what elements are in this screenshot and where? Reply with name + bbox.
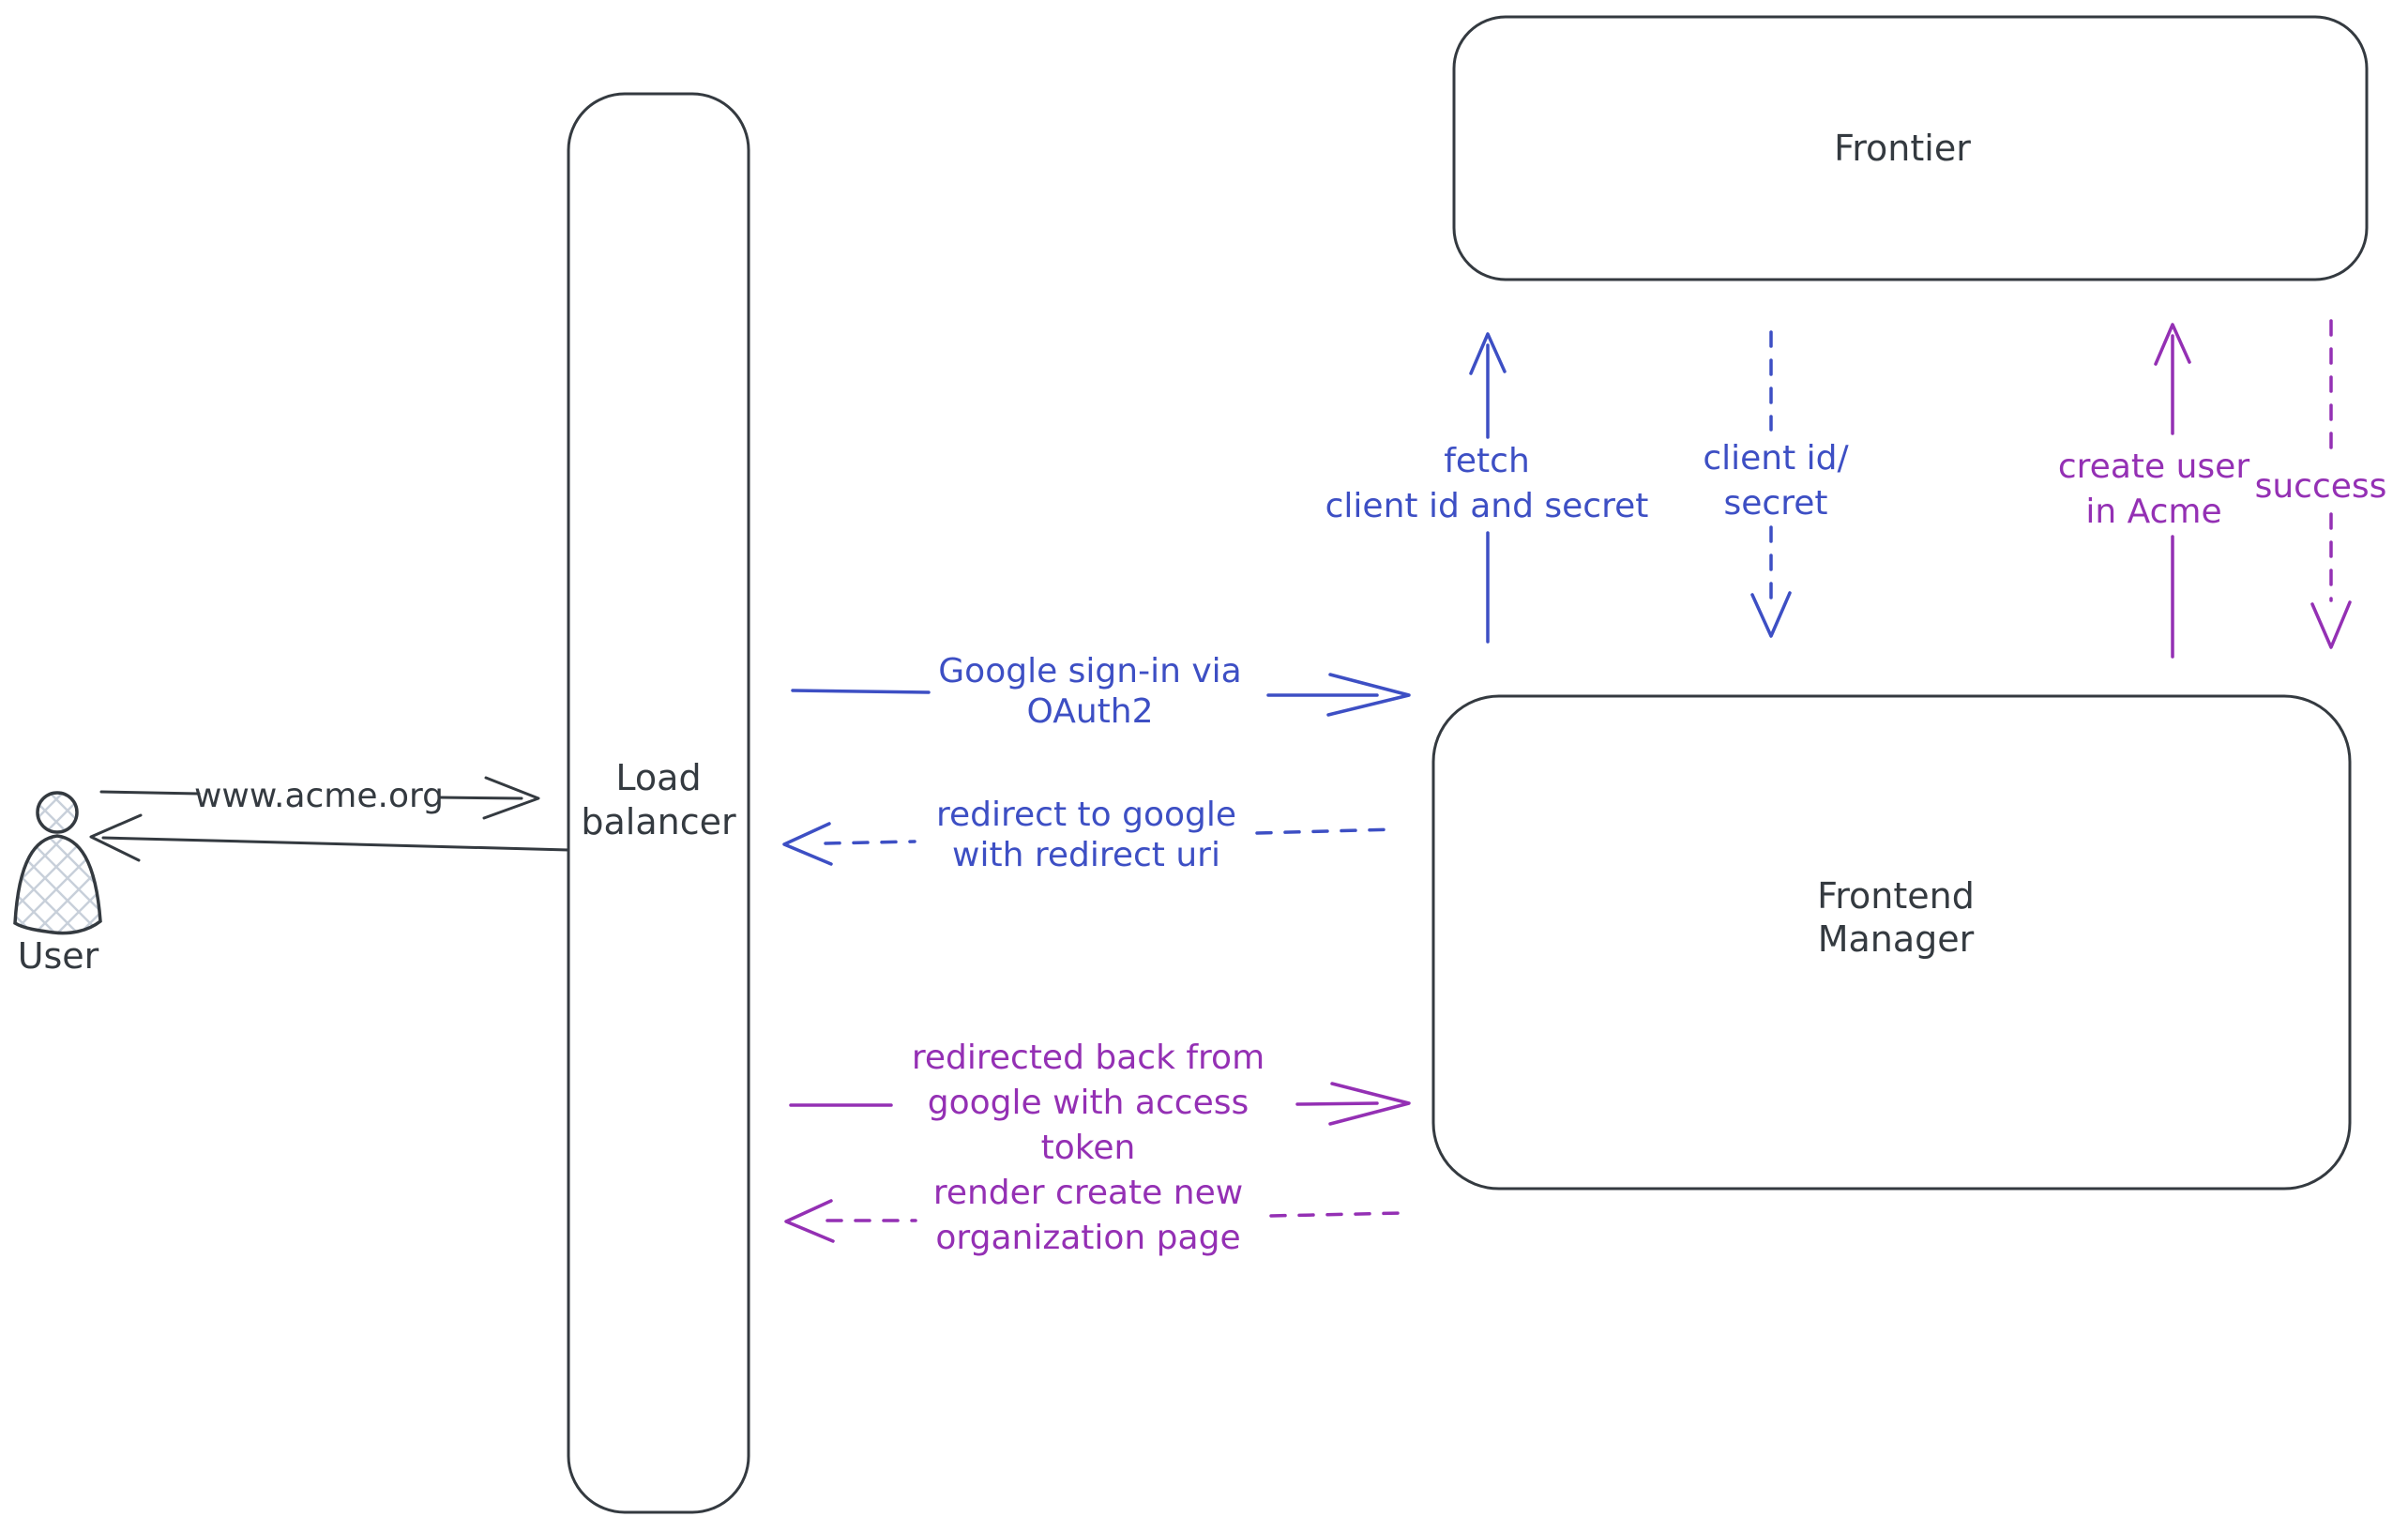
arrow-acme-url	[99, 776, 540, 820]
arrow-google-signin	[791, 673, 1411, 717]
arrow-redirect-google	[782, 822, 1397, 866]
edge-label-redirect-google: redirect to google with redirect uri	[935, 796, 1237, 874]
edge-label-create-user: create user in Acme	[2057, 447, 2250, 531]
arrow-lb-reply	[89, 813, 570, 862]
frontend-manager-box	[1431, 694, 2352, 1191]
arrow-render-org-page	[784, 1199, 1404, 1243]
person-icon	[13, 791, 102, 935]
edge-label-acme-url: www.acme.org	[193, 777, 445, 815]
frontier-box	[1452, 15, 2369, 281]
user-label: User	[17, 935, 99, 977]
edge-label-redirected-back: redirected back from google with access …	[911, 1039, 1265, 1167]
frontier-label: Frontier	[1834, 128, 1971, 169]
edge-label-success: success	[2254, 467, 2387, 506]
arrow-redirected-back	[789, 1082, 1411, 1126]
arrow-fetch-secret	[1469, 332, 1507, 644]
arrow-success	[2310, 319, 2352, 649]
frontend-manager-label: Frontend Manager	[1817, 875, 1975, 960]
edge-label-google-signin: Google sign-in via OAuth2	[938, 652, 1242, 731]
arrow-create-user	[2154, 323, 2191, 659]
load-balancer-box	[567, 92, 750, 1514]
edge-label-fetch-secret: fetch client id and secret	[1325, 442, 1649, 525]
load-balancer-label: Load balancer	[581, 757, 736, 842]
arrow-client-id-secret	[1750, 330, 1792, 638]
edge-label-render-org-page: render create new organization page	[932, 1174, 1244, 1257]
edge-label-client-id-secret: client id/ secret	[1703, 439, 1849, 523]
